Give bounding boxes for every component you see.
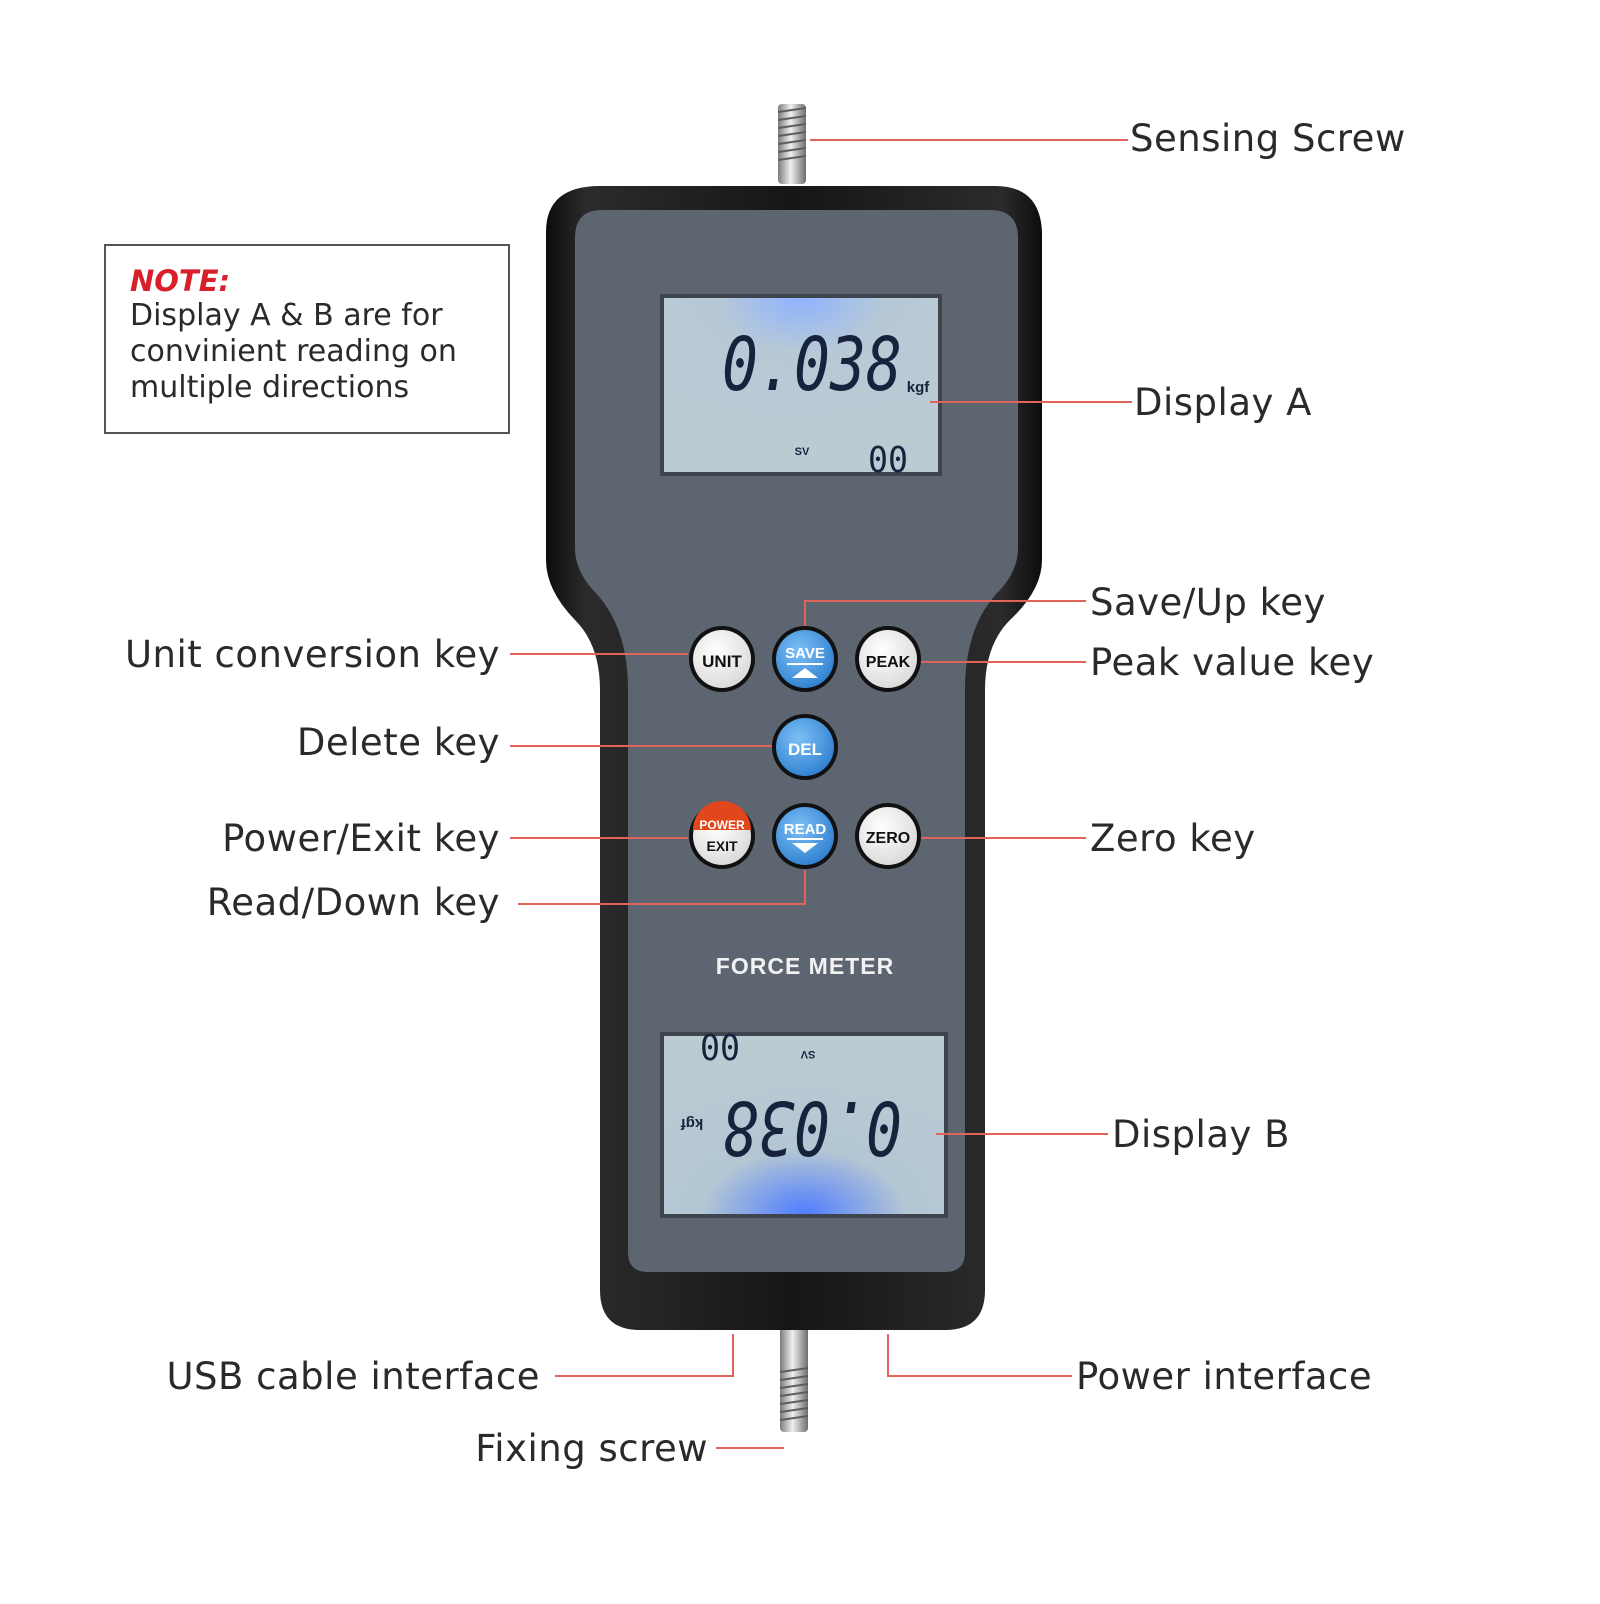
display-b [660,1032,948,1218]
del-key-label: DEL [788,740,822,759]
save-up-key[interactable] [772,626,838,692]
display-b-index: 00 [700,1025,740,1066]
display-b-mode: SV [800,1048,815,1060]
display-b-rotated-group: 0.038 kgf SV 00 [680,1025,902,1170]
up-arrow-icon [792,668,818,678]
callout-sensing-screw: Sensing Screw [1130,117,1406,160]
read-key-label: READ [784,821,827,838]
power-exit-key[interactable] [689,801,755,869]
peak-key[interactable] [855,626,921,692]
callout-display-a: Display A [1134,381,1312,424]
down-arrow-icon [792,843,818,853]
callout-unit-conversion-key: Unit conversion key [124,633,500,676]
power-red-cap [693,801,751,830]
del-key[interactable] [772,714,838,780]
peak-key-label: PEAK [866,654,911,671]
display-a-index: 00 [868,440,908,481]
callout-usb-cable-interface: USB cable interface [166,1355,540,1398]
sensing-screw [777,104,807,184]
unit-key-label: UNIT [702,652,742,671]
zero-key-label: ZERO [866,830,910,847]
display-b-reading: 0.038 [722,1084,902,1170]
callout-delete-key: Delete key [296,721,500,764]
save-key-label: SAVE [785,645,825,662]
note-title: NOTE: [130,264,231,298]
display-a [660,294,942,476]
read-down-key[interactable] [772,803,838,869]
callout-read-down-key: Read/Down key [206,881,500,924]
leader-power-interface [887,1334,1072,1377]
display-b-unit: kgf [680,1115,704,1132]
callout-fixing-screw: Fixing screw [475,1427,708,1470]
callout-power-exit-key: Power/Exit key [222,817,500,860]
leader-lines [510,139,1132,1449]
unit-key[interactable] [689,626,755,692]
note-box: NOTE: Display A & B are for convinient r… [104,244,510,434]
callout-zero-key: Zero key [1090,817,1256,860]
power-key-label: POWER [699,818,745,832]
display-a-unit: kgf [907,379,931,396]
zero-key[interactable] [855,803,921,869]
callout-peak-value-key: Peak value key [1090,641,1375,684]
display-a-reading: 0.038 [722,322,902,408]
note-body: Display A & B are for convinient reading… [130,298,457,405]
leader-save-up [804,600,1086,630]
exit-key-label: EXIT [706,838,738,854]
display-a-mode: SV [795,446,810,458]
force-meter-brand-label: FORCE METER [716,953,894,979]
callout-save-up-key: Save/Up key [1090,581,1326,624]
callout-power-interface: Power interface [1076,1355,1373,1398]
fixing-screw [779,1318,809,1432]
leader-read-down [518,870,806,905]
leader-usb [555,1334,734,1377]
callout-display-b: Display B [1112,1113,1291,1156]
